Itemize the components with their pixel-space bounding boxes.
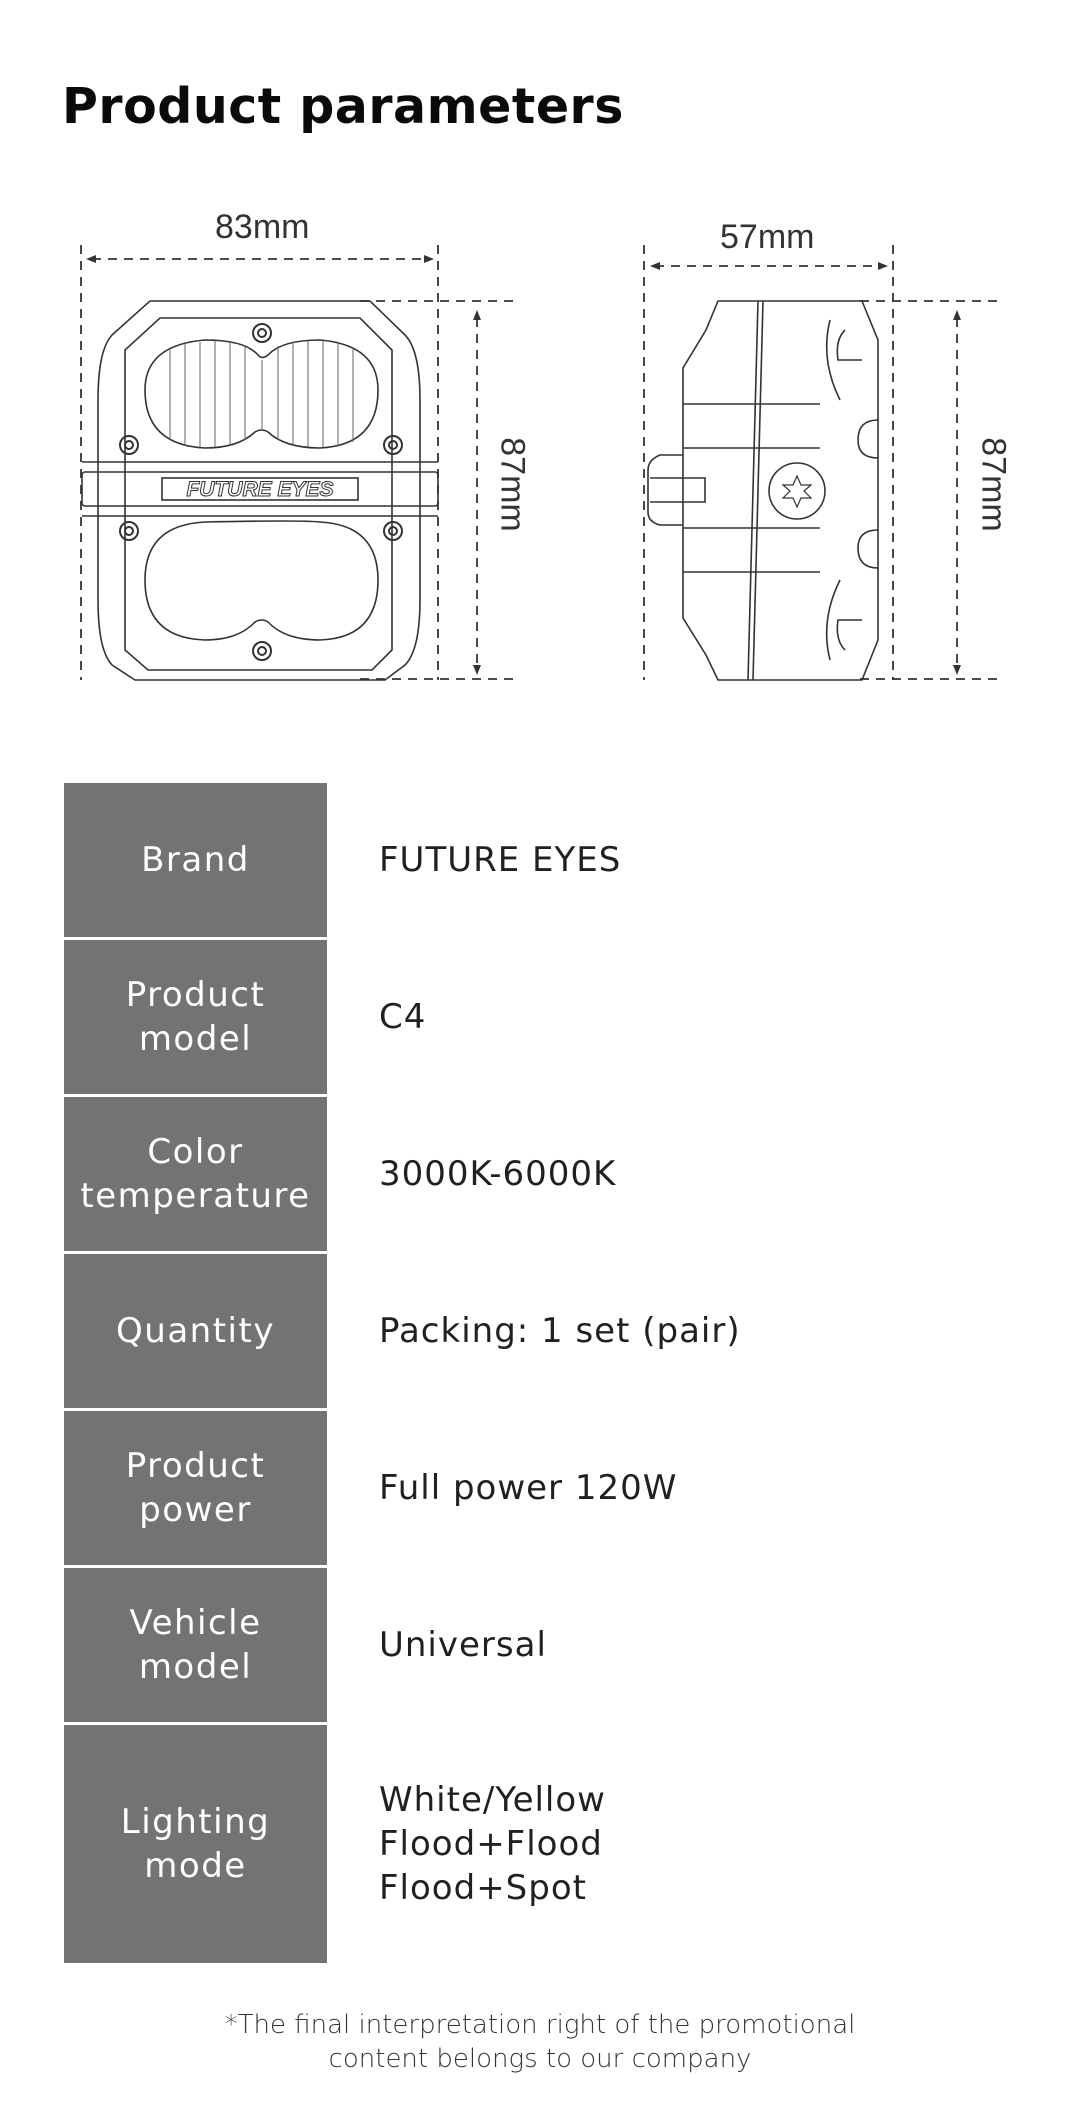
- dimension-drawings: FUTURE EYES: [0, 190, 1080, 710]
- param-row-product-power: Product power Full power 120W: [64, 1411, 1024, 1565]
- front-view-drawing: FUTURE EYES: [80, 245, 1000, 681]
- side-height-label: 87mm: [974, 437, 1013, 532]
- param-label: Product power: [64, 1411, 327, 1565]
- page-title: Product parameters: [62, 78, 624, 135]
- param-value: White/Yellow Flood+Flood Flood+Spot: [379, 1780, 606, 1908]
- front-width-label: 83mm: [215, 208, 310, 246]
- param-value: Packing: 1 set (pair): [379, 1311, 741, 1351]
- front-logo-text: FUTURE EYES: [186, 478, 333, 501]
- param-value: FUTURE EYES: [379, 840, 622, 880]
- param-row-quantity: Quantity Packing: 1 set (pair): [64, 1254, 1024, 1408]
- param-label: Color temperature: [64, 1097, 327, 1251]
- param-row-lighting-mode: Lighting mode White/Yellow Flood+Flood F…: [64, 1725, 1024, 1963]
- param-label: Lighting mode: [64, 1725, 327, 1963]
- param-label: Brand: [64, 783, 327, 937]
- param-value: Universal: [379, 1625, 547, 1665]
- param-row-product-model: Product model C4: [64, 940, 1024, 1094]
- param-value: C4: [379, 997, 427, 1037]
- side-depth-label: 57mm: [720, 218, 815, 256]
- front-height-label: 87mm: [493, 437, 532, 532]
- parameters-table: Brand FUTURE EYES Product model C4 Color…: [64, 783, 1024, 1966]
- param-value: 3000K-6000K: [379, 1154, 617, 1194]
- param-row-color-temperature: Color temperature 3000K-6000K: [64, 1097, 1024, 1251]
- param-row-brand: Brand FUTURE EYES: [64, 783, 1024, 937]
- param-label: Quantity: [64, 1254, 327, 1408]
- param-row-vehicle-model: Vehicle model Universal: [64, 1568, 1024, 1722]
- param-value: Full power 120W: [379, 1468, 678, 1508]
- param-label: Vehicle model: [64, 1568, 327, 1722]
- disclaimer-text: *The final interpretation right of the p…: [224, 2010, 856, 2074]
- param-label: Product model: [64, 940, 327, 1094]
